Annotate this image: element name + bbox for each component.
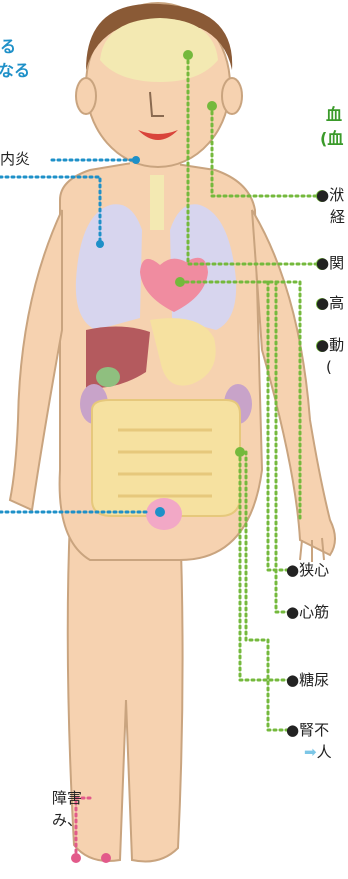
right-item-4-label-line-2: ( bbox=[326, 358, 332, 376]
heart-dot bbox=[175, 277, 185, 287]
kidney-dot bbox=[235, 447, 245, 457]
right-item-2-label: ●関 bbox=[316, 254, 344, 272]
right-item-1-label: ●洑 bbox=[316, 186, 344, 204]
brain-dot bbox=[183, 50, 193, 60]
foot-dot-2 bbox=[101, 853, 111, 863]
diabetes-label: ●糖尿 bbox=[286, 671, 329, 689]
foot-label-line-2: み、 bbox=[52, 811, 82, 829]
foot-label-line-1: 障害 bbox=[52, 789, 82, 807]
kidney-failure-label-line-2: ➡人 bbox=[304, 743, 332, 761]
left-header-line-2: なる bbox=[0, 62, 30, 80]
mouth-label: 内炎 bbox=[0, 150, 30, 168]
lung-dot bbox=[96, 240, 104, 248]
angina-label: ●狭心 bbox=[286, 561, 329, 579]
left-header-line-1: る bbox=[0, 38, 16, 56]
right-item-3-label: ●高 bbox=[316, 294, 344, 312]
foot-dot-1 bbox=[71, 853, 81, 863]
right-header-line-2: (血 bbox=[320, 130, 343, 148]
kidney-failure-label: ●腎不 bbox=[286, 721, 329, 739]
myocardial-label: ●心筋 bbox=[286, 603, 329, 621]
arrow-right-icon: ➡ bbox=[304, 743, 317, 761]
right-item-4-label: ●動 bbox=[316, 336, 344, 354]
bladder-dot bbox=[155, 507, 165, 517]
trachea bbox=[150, 175, 164, 230]
gallbladder bbox=[96, 367, 120, 387]
right-item-1-label-line-2: 経 bbox=[330, 208, 345, 226]
right-header-line-1: 血 bbox=[326, 106, 342, 124]
nerve-dot bbox=[207, 101, 217, 111]
mouth-dot bbox=[132, 156, 140, 164]
